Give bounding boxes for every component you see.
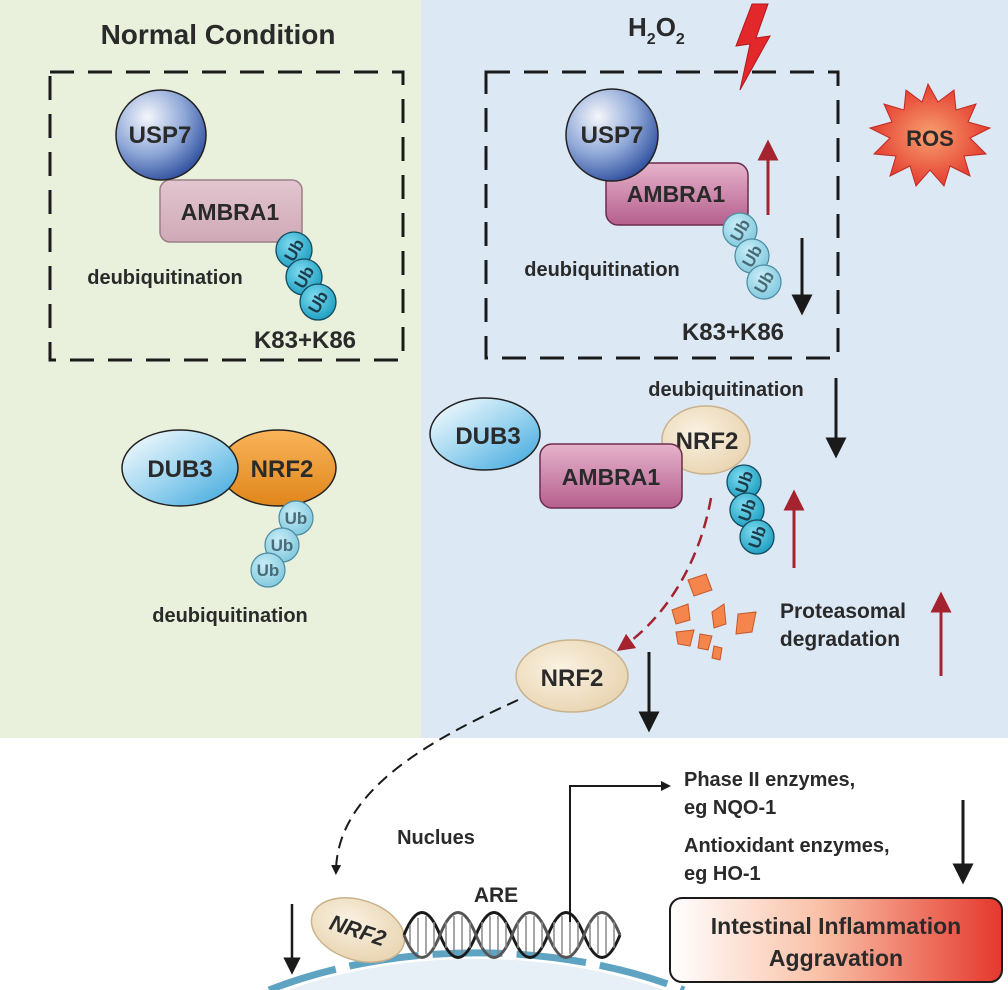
right-between-label: deubiquitination: [648, 379, 804, 401]
right-nrf2-protein: [661, 405, 751, 475]
nrf2-translocation-arrow: [331, 699, 519, 875]
ros-label: ROS: [906, 126, 954, 151]
right-deubiquitination-label: deubiquitination: [524, 259, 680, 281]
free-nrf2-label: NRF2: [541, 665, 604, 692]
left-usp7-protein: [115, 89, 207, 181]
ub-bead: [746, 264, 782, 300]
proteasome-fragments-icon: [671, 573, 757, 661]
right-nrf2-label: NRF2: [676, 428, 739, 455]
target2-line2: eg HO-1: [684, 863, 761, 885]
free-nrf2-protein: [515, 639, 629, 713]
outcome-line1: Intestinal Inflammation: [711, 913, 961, 939]
are-label: ARE: [474, 884, 518, 907]
left-panel-background: [0, 0, 421, 738]
nucleus-nrf2-protein: [310, 897, 406, 963]
left-dub3-label: DUB3: [147, 456, 212, 483]
right-complex-box: [484, 70, 840, 360]
left-deubiquitination-label: deubiquitination: [87, 267, 243, 289]
right-dub3-label: DUB3: [455, 423, 520, 450]
right-ub-chain-2: Ub Ub Ub: [726, 464, 775, 555]
left-ub-chain-2: Ub Ub Ub: [250, 500, 314, 588]
ub-label: Ub: [271, 536, 294, 555]
right-ambra1-label-2: AMBRA1: [562, 464, 661, 490]
left-ambra1-protein: [159, 179, 303, 243]
stimulus-label: H2O2: [628, 12, 685, 48]
right-sites-label: K83+K86: [682, 319, 784, 346]
ub-bead: [299, 283, 337, 321]
target2-line1: Antioxidant enzymes,: [684, 835, 890, 857]
ub-label: Ub: [257, 561, 280, 580]
degradation-label-line1: Proteasomal: [780, 600, 906, 623]
right-ub-chain-1: Ub Ub Ub: [722, 212, 782, 300]
svg-text:H2O2: H2O2: [628, 12, 685, 48]
left-panel-title: Normal Condition: [101, 19, 336, 50]
transcription-arrow: [569, 781, 671, 922]
right-ambra1-protein-2: [539, 443, 683, 509]
nrf2-release-arrow: [616, 497, 713, 652]
right-ambra1-protein: [605, 162, 749, 226]
lightning-bolt-icon: [735, 3, 771, 91]
outcome-box: [669, 897, 1003, 983]
target1-line1: Phase II enzymes,: [684, 769, 855, 791]
right-dub3-protein: [429, 397, 541, 471]
right-usp7-label: USP7: [581, 122, 644, 149]
left-ub-chain-1: Ub Ub Ub: [275, 231, 337, 321]
right-usp7-protein: [565, 88, 659, 182]
outcome-line2: Aggravation: [769, 945, 903, 971]
ub-bead: [250, 552, 286, 588]
left-dub3-protein: [121, 429, 239, 507]
target1-line2: eg NQO-1: [684, 797, 776, 819]
left-usp7-label: USP7: [129, 122, 192, 149]
degradation-label-line2: degradation: [780, 628, 900, 651]
right-ambra1-label: AMBRA1: [627, 181, 726, 207]
ros-burst-icon: [868, 82, 992, 188]
ub-bead: [739, 519, 775, 555]
left-ambra1-label: AMBRA1: [181, 199, 280, 225]
nucleus-membrane: [267, 949, 686, 990]
ub-label: Ub: [285, 509, 308, 528]
left-deubiquitination-label-2: deubiquitination: [152, 605, 308, 627]
are-dna-helix: [402, 911, 622, 959]
left-nrf2-label: NRF2: [251, 456, 314, 483]
nucleus-interior: [288, 958, 664, 990]
left-sites-label: K83+K86: [254, 327, 356, 354]
nucleus-label: Nuclues: [397, 827, 475, 849]
left-complex-box: [48, 70, 405, 362]
